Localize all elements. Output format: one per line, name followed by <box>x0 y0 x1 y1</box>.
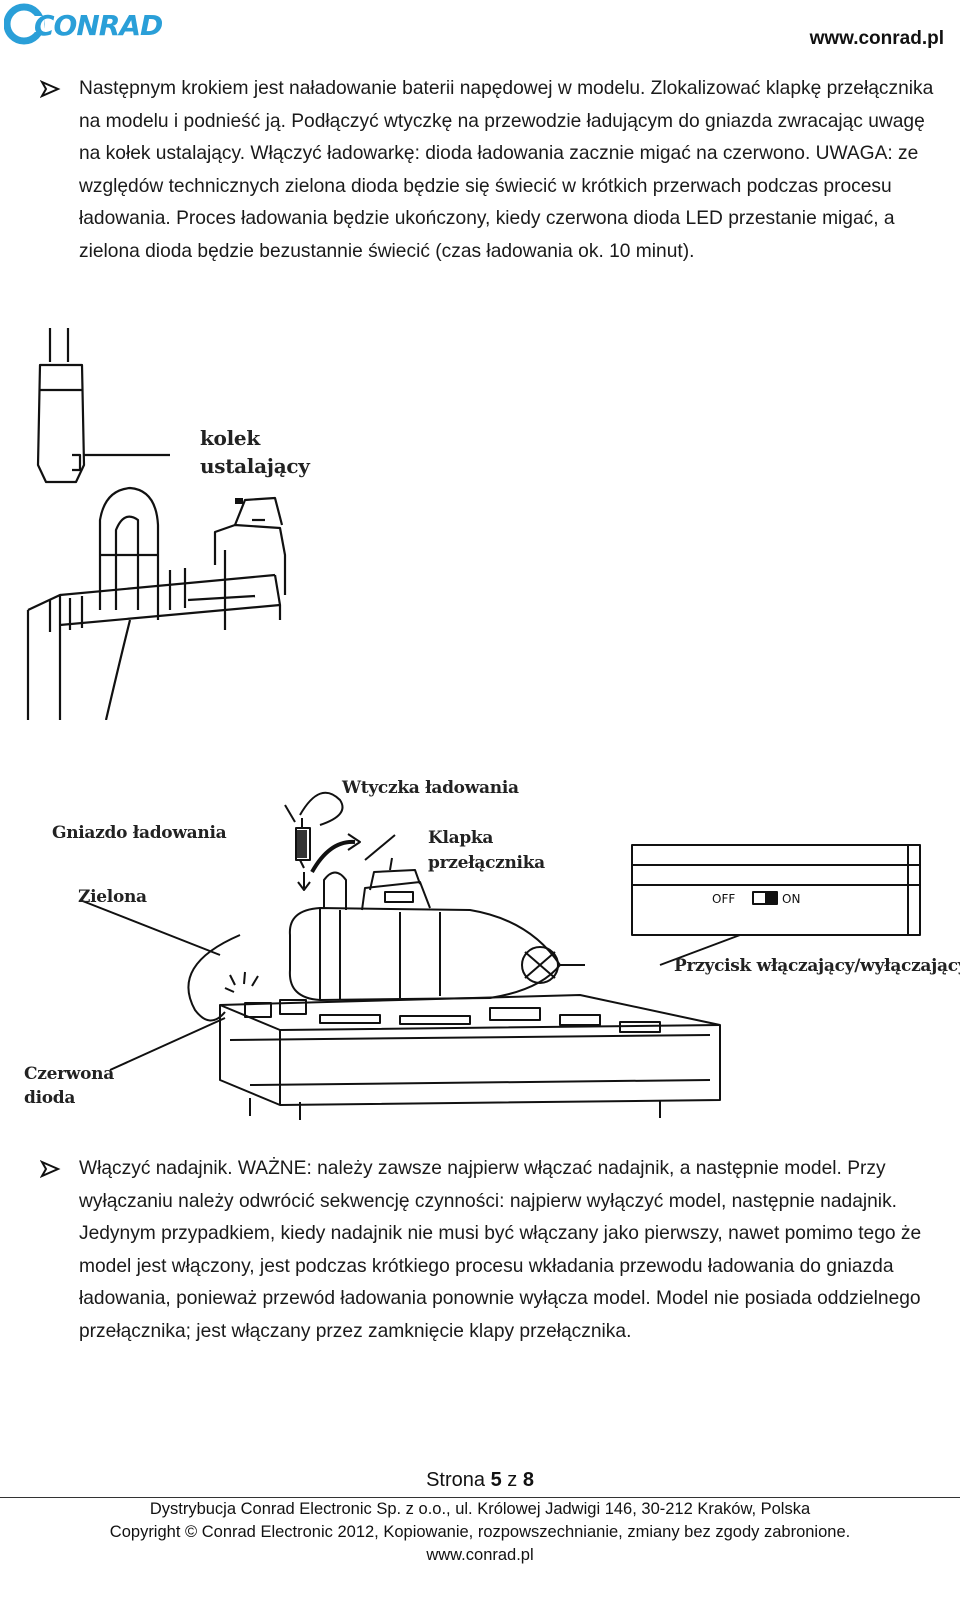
label-locating-pin-line2: ustalający <box>200 454 310 478</box>
label-red-led-line1: Czerwona <box>24 1064 114 1084</box>
label-switch-flap-line1: Klapka <box>428 828 494 848</box>
figure-detail <box>235 498 243 504</box>
page-number: Strona 5 z 8 <box>0 1469 960 1492</box>
figure-locating-pin-drawing <box>26 328 287 721</box>
paragraph-transmitter-text: Włączyć nadajnik. WAŻNE: należy zawsze n… <box>79 1158 922 1342</box>
label-red-led: Czerwona dioda <box>24 1062 114 1110</box>
switch-off-label: OFF <box>712 892 735 906</box>
conrad-logo: CONRAD <box>4 3 164 45</box>
page-number-prefix: Strona <box>426 1469 485 1491</box>
arrow-bullet-icon <box>40 1160 61 1178</box>
label-red-led-line2: dioda <box>24 1088 76 1108</box>
page-number-separator: z <box>507 1469 518 1491</box>
plug-body <box>295 830 307 858</box>
page-number-total: 8 <box>522 1469 534 1491</box>
label-switch-flap: Klapka przełącznika <box>428 826 545 876</box>
footer-url[interactable]: www.conrad.pl <box>426 1546 534 1564</box>
paragraph-charging-text: Następnym krokiem jest naładowanie bater… <box>79 78 934 262</box>
label-power-switch: Przycisk włączający/wyłączający <box>674 956 960 976</box>
label-locating-pin: kolek ustalający <box>200 424 310 480</box>
footer-copyright: Copyright © Conrad Electronic 2012, Kopi… <box>109 1523 851 1541</box>
bullet-paragraph-charging: Następnym krokiem jest naładowanie bater… <box>40 73 940 268</box>
label-switch-flap-line2: przełącznika <box>428 853 545 873</box>
arrow-bullet-icon <box>40 80 61 98</box>
figure-locating-pin: kolek ustalający <box>20 320 340 721</box>
figure-charging-station: OFF ON Wtyczka ładowania Gniazdo ładowan… <box>20 760 960 1130</box>
label-charging-plug: Wtyczka ładowania <box>342 778 519 798</box>
footer-distribution: Dystrybucja Conrad Electronic Sp. z o.o.… <box>149 1500 811 1518</box>
page-number-current: 5 <box>490 1469 502 1491</box>
label-locating-pin-line1: kolek <box>200 426 260 450</box>
figure-charging-station-drawing: OFF ON <box>79 791 921 1120</box>
label-green-led: Zielona <box>78 887 147 907</box>
switch-knob <box>765 893 776 903</box>
site-url-header[interactable]: www.conrad.pl <box>809 28 944 49</box>
bullet-paragraph-transmitter: Włączyć nadajnik. WAŻNE: należy zawsze n… <box>40 1153 940 1348</box>
switch-on-label: ON <box>782 892 800 906</box>
footer-divider <box>0 1497 960 1498</box>
label-charging-socket: Gniazdo ładowania <box>52 823 227 843</box>
logo-text: CONRAD <box>34 9 163 42</box>
